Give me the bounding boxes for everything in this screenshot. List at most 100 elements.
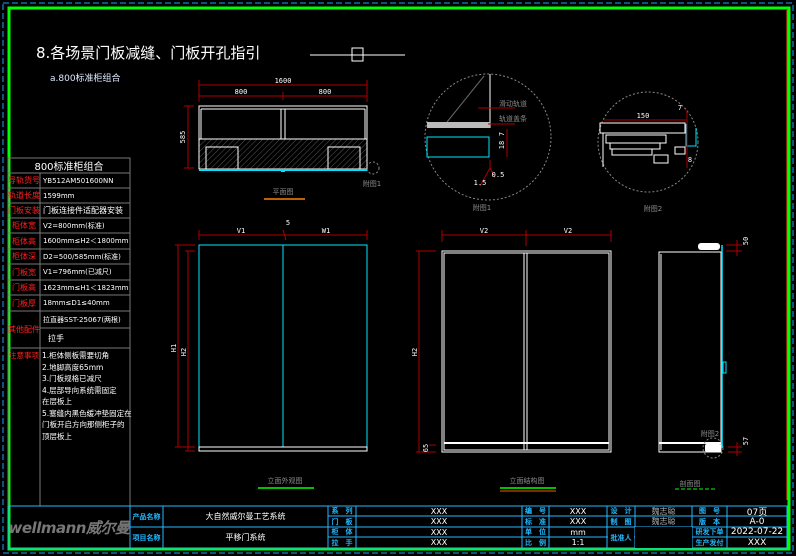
- detail1-label: 附图1: [473, 203, 491, 212]
- front-view-label: 立面外观图: [268, 476, 303, 485]
- plan-detail-ref: 附图1: [363, 179, 381, 188]
- dim-plan-left: 800: [235, 88, 248, 96]
- tb-value: XXX: [430, 538, 448, 547]
- section-detail-ref: 附图2: [701, 429, 719, 438]
- spec-row-value: 1600mm≤H2＜1800mm: [43, 237, 129, 245]
- project-name-value: 平移门系统: [225, 533, 266, 542]
- spec-row-value: YB512AM501600NN: [43, 176, 114, 185]
- dim-structure-v2b: V2: [564, 227, 572, 235]
- tb-value: XXX: [430, 506, 448, 516]
- tb-value: mm: [570, 527, 586, 537]
- tb-label: 系 列: [331, 507, 353, 515]
- detail-2: [597, 91, 699, 193]
- dim-plan-depth: 585: [179, 131, 187, 144]
- spec-row-value: 1599mm: [43, 191, 75, 200]
- tb-value: 魏志聪: [651, 506, 676, 516]
- section-view: [658, 240, 742, 490]
- tb-label: 拉 手: [331, 538, 353, 547]
- product-name-label: 产品名称: [132, 512, 161, 521]
- product-name-value: 大自然威尔曼工艺系统: [205, 512, 286, 521]
- dim-plan-total: 1600: [275, 77, 292, 85]
- tb-value: 1:1: [571, 538, 585, 547]
- company-logo: wellmann威尔曼: [8, 518, 130, 537]
- dim-detail2-b: 7: [678, 104, 682, 112]
- structure-view: [416, 230, 612, 492]
- note-line: 5.塞缝内黑色缓冲垫固定在: [42, 408, 132, 418]
- spec-row-value: 18mm≤D1≤40mm: [43, 299, 110, 307]
- tb-label: 标 准: [525, 517, 546, 526]
- tb-label: 版 本: [699, 517, 720, 526]
- spec-row-label: 轨道长度: [8, 191, 40, 200]
- tb-label: 制 图: [610, 517, 632, 526]
- tb-label: 编 号: [525, 507, 546, 515]
- dim-front-h1: H1: [170, 344, 178, 352]
- note-line: 2.地脚高度65mm: [42, 362, 104, 372]
- tb-value: XXX: [430, 517, 448, 526]
- tb-value: XXX: [747, 537, 767, 548]
- note-line: 在层板上: [42, 397, 72, 406]
- dim-detail2-a: 150: [637, 112, 650, 120]
- dim-plan-right: 800: [319, 88, 332, 96]
- spec-table-header: 800标准柜组合: [34, 162, 104, 173]
- notes-label: 注意事项: [9, 350, 39, 360]
- tb-value: A-0: [749, 516, 765, 527]
- dim-front-h2: H2: [180, 348, 188, 356]
- spec-row-label: 门板高: [12, 283, 36, 292]
- spec-row-label: 门板安装: [8, 206, 40, 215]
- other-part-2: 拉手: [48, 333, 64, 343]
- dim-structure-v2a: V2: [480, 227, 488, 235]
- spec-row-value: V2=800mm(标准): [43, 221, 105, 230]
- dim-detail1-b: 18: [498, 141, 506, 149]
- spec-row-value: D2=500/585mm(标准): [43, 252, 121, 261]
- dim-structure-foot: 65: [422, 444, 430, 452]
- page-title: 8.各场景门板减缝、门板开孔指引: [36, 44, 261, 62]
- detail2-label: 附图2: [644, 204, 662, 213]
- drawing-frame: [7, 6, 791, 551]
- note-line: 门板开启方向那侧柜子的: [42, 420, 125, 429]
- tb-value: XXX: [569, 517, 587, 526]
- detail-1: [424, 73, 552, 201]
- note-line: 顶层板上: [42, 431, 72, 441]
- dim-detail2-c: 8: [688, 156, 692, 164]
- tb-label: 生产发付: [695, 538, 724, 547]
- tb-value: 07页: [746, 507, 768, 517]
- detail1-note-rail: 滑动轨道: [499, 99, 527, 108]
- tb-value: 魏志聪: [651, 517, 676, 526]
- detail1-note-cover: 轨道盖条: [499, 114, 527, 123]
- dim-detail1-a: 7: [498, 132, 506, 136]
- spec-row-value: 门板连接件适配器安装: [43, 206, 123, 215]
- tb-value: 2022-07-22: [730, 527, 784, 537]
- other-part-1: 拉直器SST-25067(两根): [43, 315, 121, 324]
- approver-label: 批准人: [610, 533, 632, 542]
- dim-detail1-d: 0.5: [492, 171, 505, 179]
- tb-label: 比 例: [525, 538, 546, 547]
- tb-label: 研发下单: [695, 528, 724, 536]
- project-name-label: 项目名称: [132, 533, 161, 542]
- plan-view: [184, 80, 380, 200]
- note-line: 3.门板规格已减尺: [42, 374, 102, 383]
- spec-row-value: V1=796mm(已减尺): [43, 268, 112, 276]
- tb-label: 柜 体: [331, 528, 353, 536]
- section-view-label: 剖面图: [680, 479, 701, 488]
- tb-label: 图 号: [699, 507, 720, 515]
- dim-front-v1: V1: [237, 227, 245, 235]
- other-parts-label: 其他配件: [8, 325, 40, 334]
- spec-row-value: 1623mm≤H1＜1823mm: [43, 283, 129, 292]
- dim-detail1-c: 1.5: [474, 179, 487, 187]
- dim-front-gap: 5: [286, 219, 290, 227]
- section-subtitle: a.800标准柜组合: [50, 74, 121, 84]
- spec-row-label: 门板厚: [12, 298, 36, 308]
- spec-row-label: 门板宽: [12, 267, 36, 277]
- note-line: 1.柜体侧板需要切角: [42, 351, 110, 360]
- spec-row-label: 导轨货号: [8, 176, 40, 185]
- tb-label: 单 位: [525, 528, 546, 536]
- dim-section-bottom: 57: [742, 437, 750, 445]
- dim-front-w1: W1: [322, 227, 330, 235]
- dim-section-top: 50: [742, 237, 750, 245]
- tb-value: XXX: [569, 506, 587, 516]
- plan-view-label: 平面图: [273, 188, 294, 196]
- spec-row-label: 柜体高: [12, 236, 36, 246]
- front-view: [175, 229, 368, 489]
